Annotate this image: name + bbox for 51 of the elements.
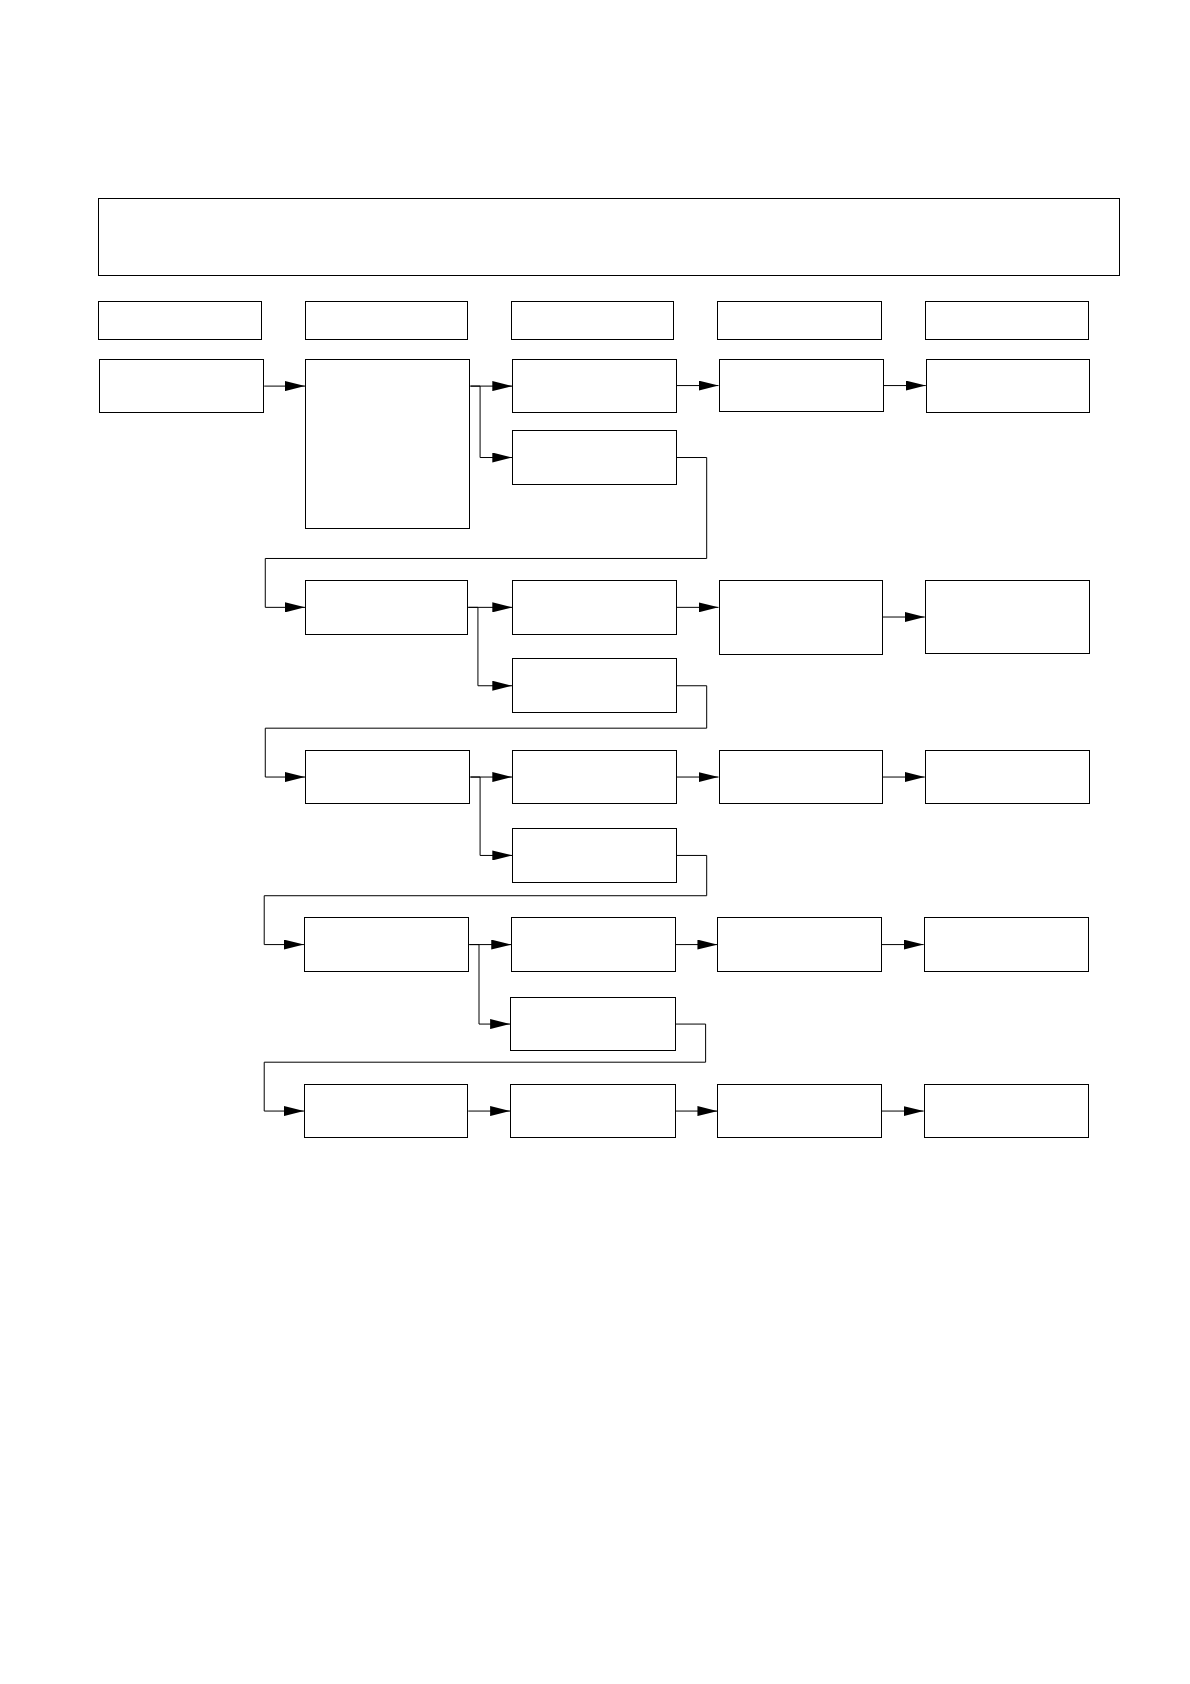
empty-box — [718, 579, 883, 656]
empty-box — [305, 358, 471, 530]
connector-arrow — [676, 602, 719, 613]
empty-box — [717, 300, 882, 341]
empty-box — [512, 579, 677, 635]
empty-box — [718, 749, 883, 805]
connector-arrow — [881, 1106, 925, 1117]
connector-arrow — [675, 939, 718, 950]
connector-arrow — [882, 612, 926, 622]
empty-box — [512, 749, 677, 805]
connector-arrow — [676, 380, 719, 391]
empty-box — [924, 749, 1091, 805]
empty-box — [924, 300, 1090, 341]
empty-box — [511, 300, 675, 341]
connector-arrow — [469, 385, 513, 463]
connector-arrow — [468, 944, 511, 1030]
empty-box — [717, 917, 882, 972]
connector-arrow — [881, 939, 925, 950]
empty-box — [511, 917, 676, 972]
connector-arrow — [675, 1106, 718, 1117]
empty-box — [97, 300, 263, 341]
connector-arrow — [264, 457, 708, 613]
connector-arrow — [263, 1023, 707, 1117]
empty-box — [305, 579, 469, 635]
empty-box — [98, 358, 265, 414]
empty-box — [718, 358, 884, 413]
empty-box — [510, 996, 676, 1052]
connector-arrow — [883, 380, 927, 391]
empty-box — [510, 1083, 676, 1139]
empty-box — [923, 1083, 1090, 1139]
empty-box — [923, 917, 1090, 972]
connector-arrow — [263, 381, 306, 392]
empty-box — [303, 917, 470, 972]
empty-box — [305, 749, 471, 805]
empty-box — [924, 579, 1091, 655]
empty-box — [97, 197, 1121, 276]
connector-arrow — [264, 685, 708, 783]
empty-box — [512, 358, 677, 414]
connector-arrow — [882, 772, 926, 783]
empty-box — [512, 658, 677, 714]
connector-arrow — [676, 772, 719, 783]
empty-box — [925, 358, 1091, 414]
empty-box — [717, 1083, 882, 1139]
empty-box — [305, 300, 469, 341]
connector-arrow — [467, 606, 513, 691]
empty-box — [512, 828, 677, 883]
connector-arrow — [263, 854, 708, 950]
empty-box — [303, 1083, 469, 1139]
connector-arrow — [469, 776, 513, 861]
empty-box — [512, 429, 677, 486]
connector-arrow — [467, 1106, 511, 1117]
